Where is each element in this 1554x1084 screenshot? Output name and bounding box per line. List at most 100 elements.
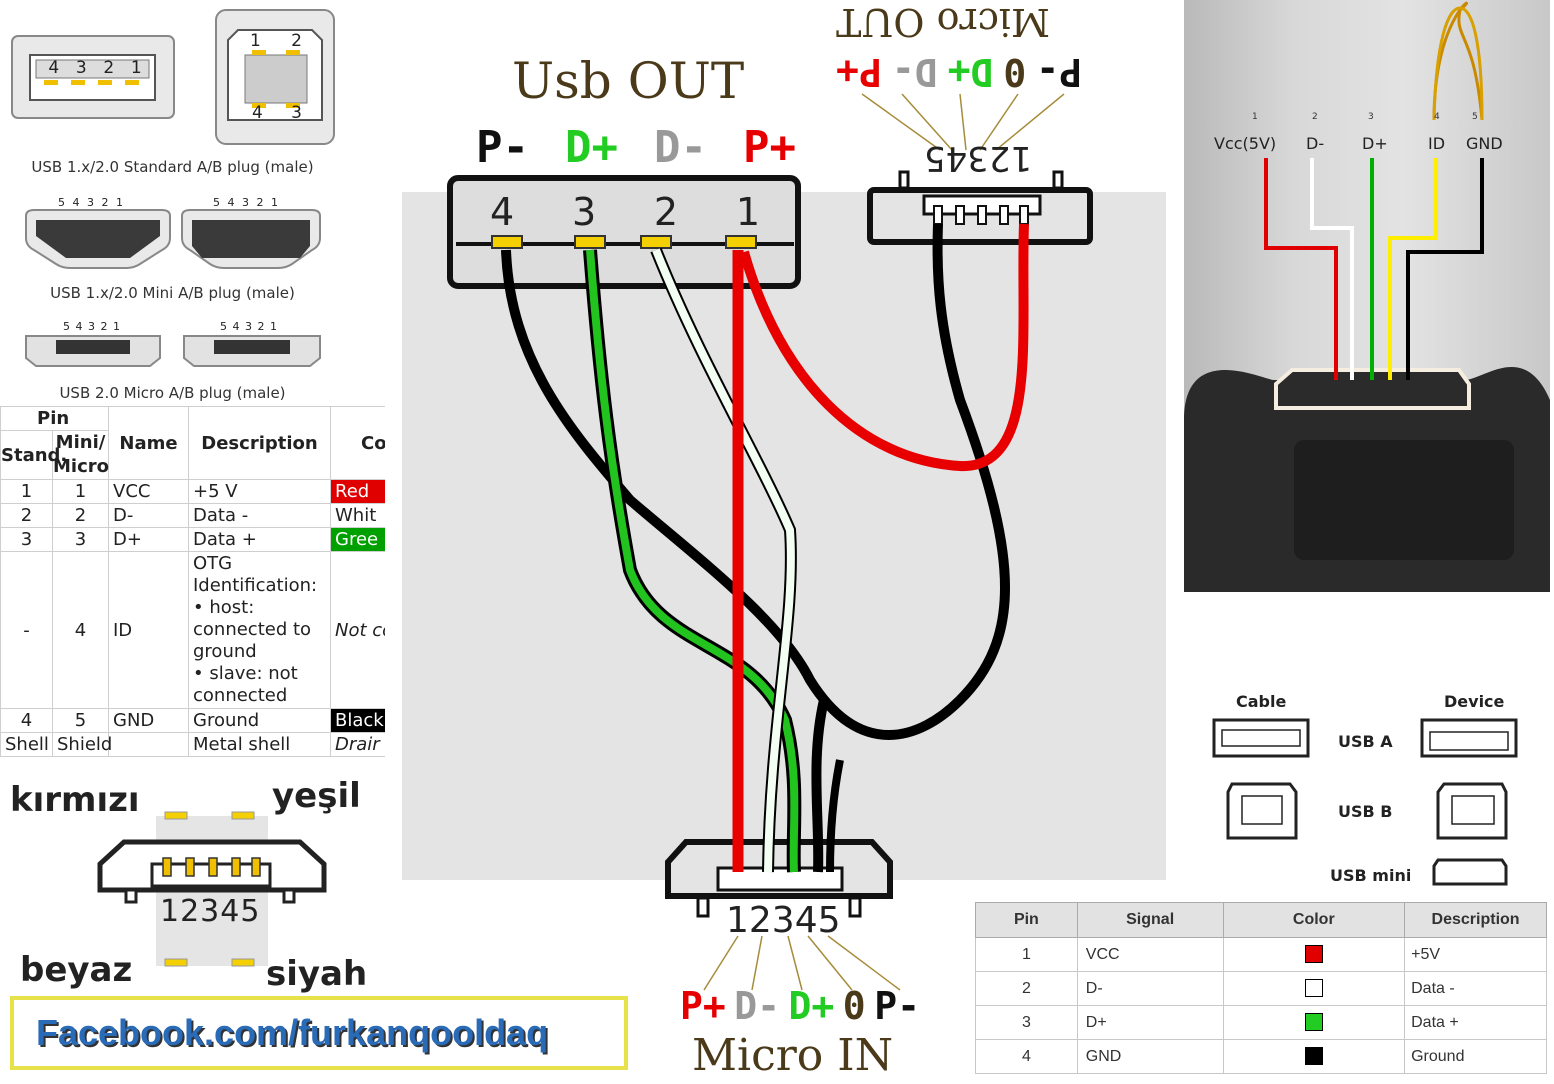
signal-table-header: Signal	[1076, 902, 1224, 938]
signal-label: P-	[874, 984, 920, 1028]
label-beyaz: beyaz	[20, 950, 133, 990]
pin-stand-cell: 3	[0, 527, 53, 552]
pin-color-cell: Red	[330, 479, 385, 504]
micro-a-pin-numbers: 5 4 3 2 1	[63, 320, 121, 333]
photo-pin-label: GND	[1466, 134, 1503, 153]
mini-b-pin-numbers: 5 4 3 2 1	[213, 196, 280, 209]
diagram-background	[402, 192, 1166, 880]
facebook-banner[interactable]: Facebook.com/furkanqooldaq	[10, 996, 628, 1070]
pin-number: 4	[252, 103, 263, 123]
usb-out-title: Usb OUT	[512, 52, 745, 110]
pin-stand-cell: -	[0, 551, 53, 709]
pin-mini-cell: 5	[52, 708, 109, 733]
pin-mini-cell: 1	[52, 479, 109, 504]
usb-b-pin-numbers-bottom: 4 3	[252, 103, 302, 123]
usb-mini-label: USB mini	[1330, 866, 1412, 885]
color-swatch	[1304, 1013, 1323, 1032]
mini-micro-header: Mini/ Micro	[52, 430, 109, 480]
pin-name-cell	[108, 732, 189, 757]
black-wire-in	[811, 698, 829, 873]
pinout-table: Pin Name Description Co Stand. Mini/ Mic…	[0, 406, 385, 757]
signal-pin-cell: 2	[975, 971, 1078, 1006]
stand-header: Stand.	[0, 430, 67, 480]
color-header: Co	[330, 406, 385, 480]
micro-b-pin-numbers: 5 4 3 2 1	[220, 320, 278, 333]
connector-types-svg	[1212, 718, 1518, 886]
usb-out-connector	[447, 175, 801, 289]
pin-mini-cell: Shield	[52, 732, 112, 757]
pin-color-cell: Black	[330, 708, 385, 733]
pin-color-cell: Gree	[330, 527, 385, 552]
pin-description-cell: Data +	[188, 527, 331, 552]
black-wire-loop	[501, 223, 1010, 740]
pin-number: 2	[103, 58, 115, 78]
signal-label: D+	[788, 984, 835, 1028]
usb-a-pin-numbers: 4 3 2 1	[40, 58, 150, 78]
color-swatch	[1304, 979, 1323, 998]
photo-pin-number: 4	[1434, 112, 1440, 122]
pin-number: 1	[250, 31, 261, 51]
micro-in-title: Micro IN	[692, 1030, 894, 1081]
signal-label: D+	[947, 50, 994, 94]
label-siyah: siyah	[266, 954, 368, 994]
pin-number: 3	[75, 58, 87, 78]
plug-diagrams: 4 3 2 1 1 2 4 3 USB 1.x/2.0 Standard A/B…	[0, 0, 385, 405]
description-line: ground	[193, 641, 257, 662]
photo-wire-id	[1388, 158, 1438, 380]
signal-description-cell: Ground	[1404, 1039, 1547, 1074]
photo-wire-dminus	[1310, 158, 1354, 380]
photo-wire-vcc	[1264, 158, 1338, 380]
signal-color-cell	[1222, 1039, 1406, 1074]
micro-out-leader-lines	[861, 93, 1065, 151]
micro-in-leader-lines	[703, 935, 901, 991]
pin-color-cell: Not conn	[330, 551, 385, 709]
red-wire-loop	[739, 223, 1029, 472]
turkish-pin-numbers: 12345	[160, 894, 261, 929]
label-kirmizi: kırmızı	[10, 780, 140, 820]
signal-label: D-	[891, 50, 938, 94]
pin-stand-cell: 2	[0, 503, 53, 528]
pin-name-cell: D+	[108, 527, 189, 552]
facebook-link[interactable]: Facebook.com/furkanqooldaq	[36, 1012, 549, 1053]
signal-description-cell: Data -	[1404, 971, 1547, 1006]
pin-number: 4	[48, 58, 60, 78]
name-header: Name	[108, 406, 189, 480]
signal-name-cell: GND	[1076, 1039, 1224, 1074]
description-line: connected to	[193, 619, 312, 640]
standard-plug-caption: USB 1.x/2.0 Standard A/B plug (male)	[31, 158, 314, 176]
signal-pin-cell: 1	[975, 937, 1078, 972]
wiring-svg	[402, 93, 1166, 991]
photo-pin-label: Vcc(5V)	[1214, 134, 1277, 153]
description-line: • host:	[193, 597, 255, 618]
mini-a-pin-numbers: 5 4 3 2 1	[58, 196, 125, 209]
micro-connector-drawing	[97, 811, 327, 967]
pin-number: 4	[490, 190, 515, 234]
signal-label: P+	[680, 984, 726, 1028]
description-line: OTG	[193, 553, 233, 574]
signal-name-cell: D+	[1076, 1005, 1224, 1040]
photo-pin-number: 5	[1472, 112, 1478, 122]
usb-a-contact	[98, 80, 112, 85]
usb-b-pin-numbers-top: 1 2	[250, 31, 302, 51]
mini-plug-caption: USB 1.x/2.0 Mini A/B plug (male)	[50, 284, 295, 302]
micro-out-title: Micro OUT	[836, 0, 1050, 44]
pin-name-cell: ID	[108, 551, 189, 709]
photo-pin-number: 2	[1312, 112, 1318, 122]
signal-label: 0	[842, 984, 866, 1028]
photo-pin-number: 1	[1252, 112, 1258, 122]
signal-label: 0	[1003, 50, 1027, 94]
signal-label: D-	[654, 122, 707, 173]
usb-b-label: USB B	[1338, 802, 1393, 821]
